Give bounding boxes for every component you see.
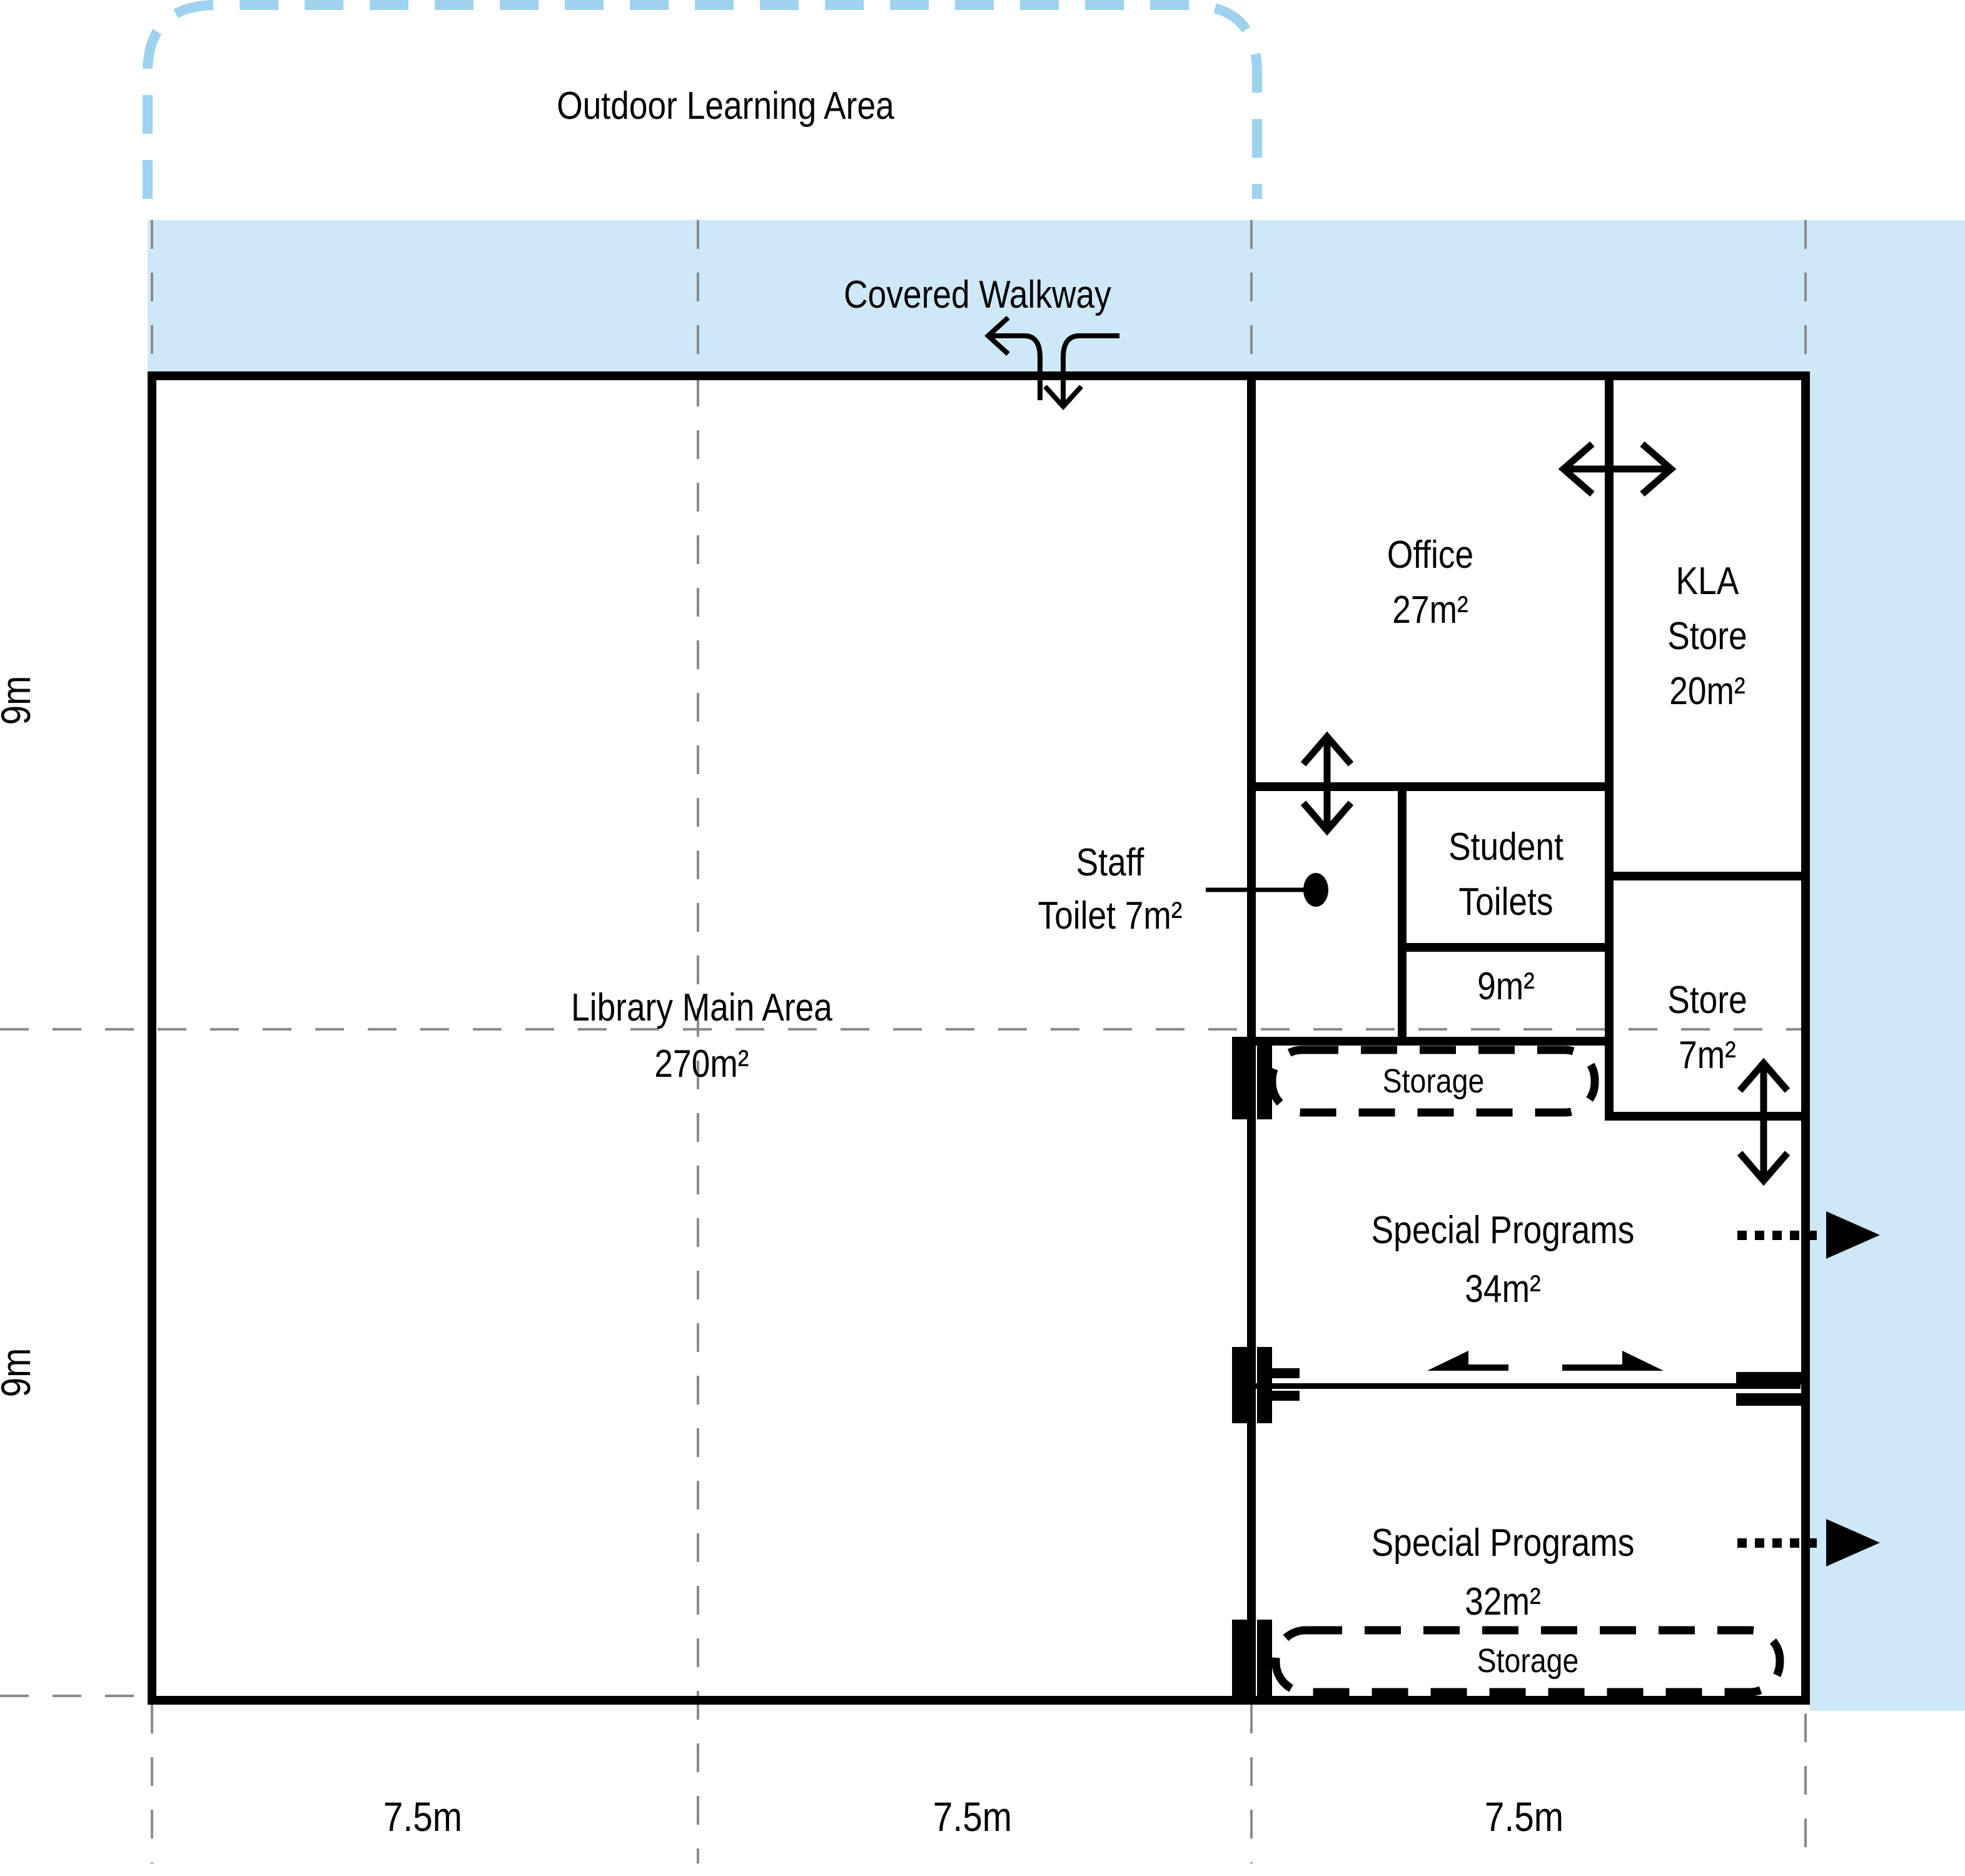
wall-staff-student-divider	[1398, 787, 1407, 1046]
staff-toilet-label-line1: Staff	[1076, 841, 1144, 884]
wall-top	[148, 371, 1810, 380]
wall-sliding-partition	[1251, 1383, 1801, 1389]
staff-toilet-leader	[1206, 873, 1328, 907]
door-arrow-store-special-programs	[1737, 1057, 1791, 1186]
exit-arrow-special-programs-upper	[1737, 1211, 1880, 1259]
wall-office-kla-divider	[1605, 371, 1614, 1121]
wall-bottom	[148, 1696, 1810, 1705]
dimension-bay-2: 7.5m	[932, 1793, 1013, 1840]
door-arrow-office-kla	[1558, 441, 1677, 497]
storage-upper-label: Storage	[1382, 1062, 1485, 1100]
library-area-label: 270m²	[654, 1042, 749, 1086]
office-name-label: Office	[1387, 533, 1474, 577]
office-area-label: 27m²	[1392, 588, 1468, 632]
sliding-door-arrows	[1427, 1351, 1664, 1371]
student-toilets-area-label: 9m²	[1477, 965, 1535, 1008]
special-programs-lower-area-label: 32m²	[1465, 1580, 1541, 1623]
covered-walkway-band-top	[148, 220, 1965, 371]
outdoor-learning-area-border	[143, 0, 1262, 199]
wall-kla-bottom	[1605, 872, 1810, 880]
exit-arrow-special-programs-lower	[1737, 1519, 1880, 1566]
library-name-label: Library Main Area	[571, 986, 832, 1029]
wall-toilets-block-bottom	[1247, 1037, 1614, 1046]
dimension-bay-3: 7.5m	[1484, 1793, 1564, 1840]
special-programs-lower-name-label: Special Programs	[1371, 1521, 1635, 1565]
store-name-label: Store	[1667, 979, 1747, 1022]
kla-store-area: 20m²	[1669, 670, 1745, 713]
setback-gridlines	[0, 220, 1807, 1863]
outdoor-learning-area-label: Outdoor Learning Area	[557, 84, 894, 128]
special-programs-upper-name-label: Special Programs	[1371, 1209, 1635, 1252]
storage-lower-label: Storage	[1477, 1642, 1579, 1680]
wall-office-bottom	[1247, 782, 1614, 791]
kla-store-name: KLA Store	[1667, 560, 1747, 658]
special-programs-upper-area-label: 34m²	[1465, 1268, 1541, 1311]
door-jamb-marks	[1232, 1037, 1801, 1697]
staff-toilet-label-line2: Toilet 7m²	[1038, 894, 1183, 937]
dimension-row-2: 9m	[0, 1348, 39, 1398]
dimension-bay-1: 7.5m	[383, 1793, 463, 1840]
wall-student-toilets-bottom	[1398, 943, 1614, 952]
wall-left	[148, 371, 156, 1705]
student-toilets-label-line2: Toilets	[1458, 880, 1553, 924]
storage-lower-outline	[1271, 1626, 1784, 1697]
wall-right	[1801, 371, 1810, 1705]
covered-walkway-label: Covered Walkway	[844, 273, 1111, 316]
store-area-label: 7m²	[1679, 1034, 1736, 1077]
door-arrow-office-staff-toilet	[1300, 731, 1354, 836]
dimension-row-1: 9m	[0, 675, 39, 725]
wall-store-bottom	[1605, 1112, 1810, 1121]
walkway-entry-arrows	[984, 316, 1119, 410]
covered-walkway-band-right	[1810, 371, 1965, 1711]
kla-store-label: KLA Store 20m²	[1637, 554, 1777, 719]
student-toilets-label-line1: Student	[1448, 825, 1563, 869]
